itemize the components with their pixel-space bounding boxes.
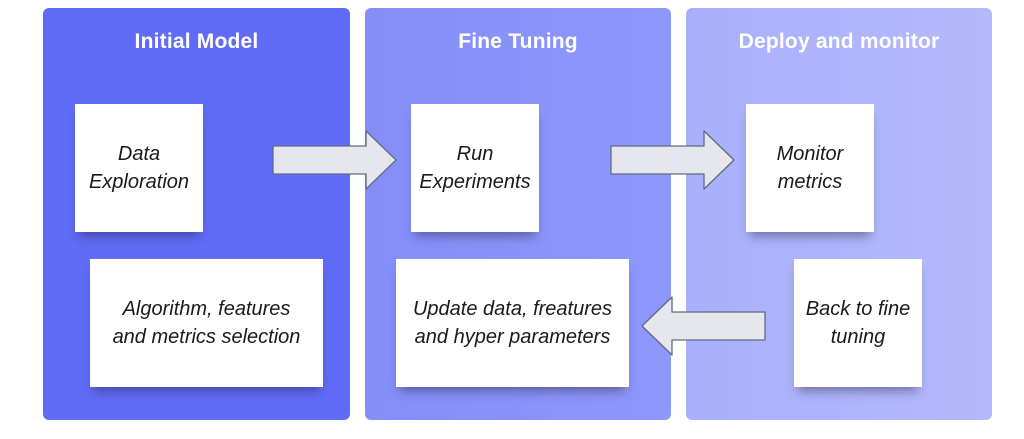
algorithm-selection-line-2: and metrics selection	[112, 326, 301, 348]
initial-model-title: Initial Model	[134, 30, 259, 53]
deploy-monitor-title: Deploy and monitor	[738, 30, 940, 53]
arrow-right-1-icon	[272, 130, 397, 190]
monitor-metrics-line-1: Monitor	[776, 143, 844, 165]
run-experiments-box: Run Experiments	[411, 104, 539, 232]
data-exploration-box: Data Exploration	[75, 104, 203, 232]
run-experiments-line-2: Experiments	[419, 171, 531, 193]
back-to-fine-tuning-line-1: Back to fine	[805, 298, 911, 320]
update-data-line-2: and hyper parameters	[414, 326, 611, 348]
data-exploration-line-1: Data	[117, 143, 161, 165]
monitor-metrics-box: Monitor metrics	[746, 104, 874, 232]
data-exploration-line-2: Exploration	[88, 171, 190, 193]
arrow-right-2-icon	[610, 130, 735, 190]
monitor-metrics-line-2: metrics	[777, 171, 843, 193]
run-experiments-line-1: Run	[456, 143, 494, 165]
algorithm-selection-box: Algorithm, features and metrics selectio…	[90, 259, 323, 387]
back-to-fine-tuning-box: Back to fine tuning	[794, 259, 922, 387]
update-data-line-1: Update data, freatures	[412, 298, 612, 320]
algorithm-selection-line-1: Algorithm, features	[122, 298, 291, 320]
fine-tuning-title: Fine Tuning	[458, 30, 578, 53]
arrow-left-icon	[641, 296, 766, 356]
update-data-box: Update data, freatures and hyper paramet…	[396, 259, 629, 387]
back-to-fine-tuning-line-2: tuning	[830, 326, 886, 348]
